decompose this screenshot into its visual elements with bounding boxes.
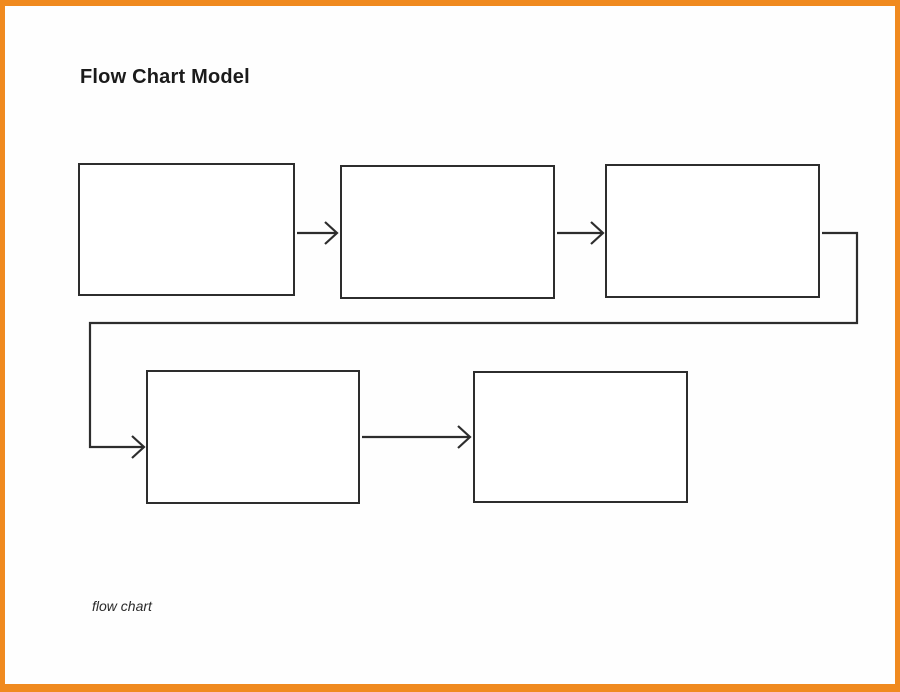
flowchart-node-step-4 (146, 370, 360, 504)
flowchart-node-step-3 (605, 164, 820, 298)
flowchart-node-step-1 (78, 163, 295, 296)
flowchart-node-step-5 (473, 371, 688, 503)
flowchart-node-step-2 (340, 165, 555, 299)
caption-text: flow chart (92, 598, 152, 614)
page-title: Flow Chart Model (80, 66, 250, 88)
